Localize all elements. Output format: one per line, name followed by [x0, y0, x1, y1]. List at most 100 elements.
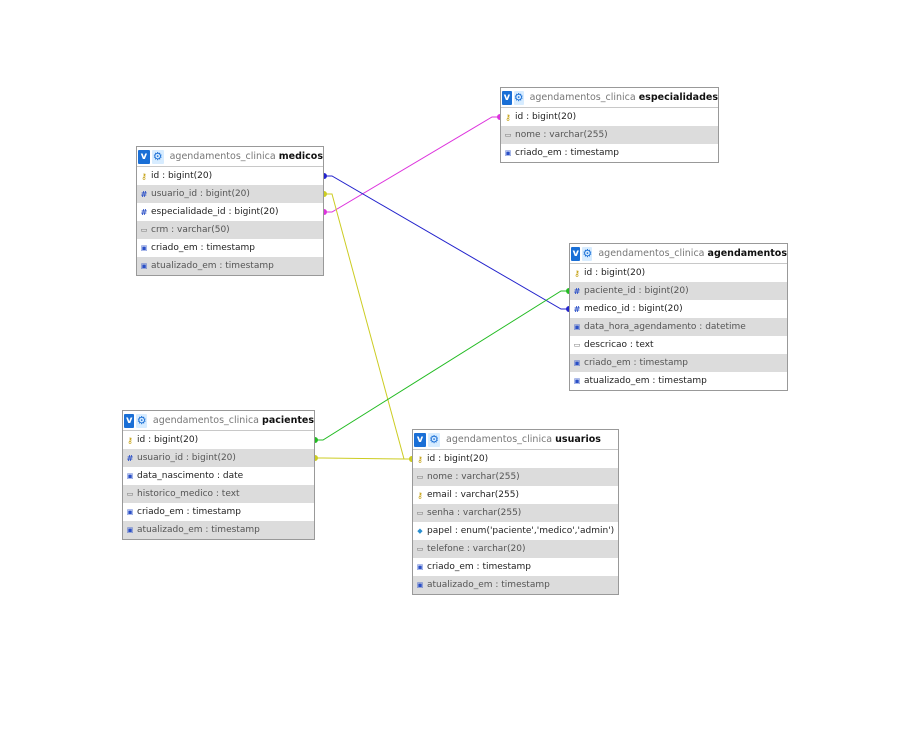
text-icon: ▭ — [140, 226, 148, 234]
hash-icon: # — [140, 189, 148, 199]
table-pacientes[interactable]: v⚙ agendamentos_clinica pacientes ⚷ id : bi… — [122, 410, 315, 540]
table-especialidades[interactable]: v⚙ agendamentos_clinica especialidades ⚷id… — [500, 87, 719, 163]
column-row[interactable]: ▭nome : varchar(255) — [413, 468, 618, 486]
text-icon: ▭ — [126, 490, 134, 498]
key-icon: ⚷ — [505, 112, 511, 122]
column-row[interactable]: #paciente_id : bigint(20) — [570, 282, 787, 300]
time-icon: ▣ — [126, 472, 134, 480]
toggle-view-button[interactable]: v — [414, 432, 426, 447]
relation-line — [324, 175, 569, 310]
hash-icon: # — [573, 304, 581, 314]
key-icon: ⚷ — [574, 268, 580, 278]
column-label: criado_em : timestamp — [584, 358, 688, 368]
gear-icon[interactable]: ⚙ — [513, 90, 524, 105]
column-label: atualizado_em : timestamp — [427, 580, 550, 590]
table-header[interactable]: v⚙agendamentos_clinica usuarios — [413, 430, 618, 450]
table-header[interactable]: v⚙ agendamentos_clinica especialidades — [501, 88, 718, 108]
key-icon: ⚷ — [141, 171, 147, 181]
column-row[interactable]: ⚷ id : bigint(20) — [413, 450, 618, 468]
schema-name: agendamentos_clinica — [169, 151, 276, 162]
hash-icon: # — [126, 453, 134, 463]
table-name: usuarios — [555, 434, 601, 445]
column-row[interactable]: ▭historico_medico : text — [123, 485, 314, 503]
column-row[interactable]: ▣criado_em : timestamp — [570, 354, 787, 372]
relation-line — [324, 193, 412, 460]
table-name: agendamentos — [707, 248, 787, 259]
toggle-view-button[interactable]: v — [138, 149, 150, 164]
column-row[interactable]: ▣data_hora_agendamento : datetime — [570, 318, 787, 336]
column-label: historico_medico : text — [137, 489, 240, 499]
table-header[interactable]: v⚙agendamentos_clinica agendamentos — [570, 244, 787, 264]
key-icon: ⚷ — [417, 454, 423, 464]
table-title: agendamentos_clinica medicos — [170, 151, 323, 162]
column-row[interactable]: ▣atualizado_em : timestamp — [123, 521, 314, 539]
text-icon: ▭ — [416, 473, 424, 481]
column-row[interactable]: ▭senha : varchar(255) — [413, 504, 618, 522]
table-agendamentos[interactable]: v⚙agendamentos_clinica agendamentos⚷id :… — [569, 243, 788, 391]
toggle-view-button[interactable]: v — [571, 246, 581, 261]
table-name: pacientes — [262, 415, 314, 426]
key-icon: ⚷ — [127, 435, 133, 445]
column-row[interactable]: #especialidade_id : bigint(20) — [137, 203, 323, 221]
column-label: senha : varchar(255) — [427, 508, 522, 518]
column-row[interactable]: ▣atualizado_em : timestamp — [137, 257, 323, 275]
column-label: criado_em : timestamp — [151, 243, 255, 253]
column-label: crm : varchar(50) — [151, 225, 230, 235]
column-label: atualizado_em : timestamp — [137, 525, 260, 535]
relation-line — [315, 457, 412, 460]
column-row[interactable]: #medico_id : bigint(20) — [570, 300, 787, 318]
column-row[interactable]: ▭telefone : varchar(20) — [413, 540, 618, 558]
time-icon: ▣ — [126, 526, 134, 534]
gear-icon[interactable]: ⚙ — [582, 246, 593, 261]
column-label: id : bigint(20) — [427, 454, 489, 464]
table-header[interactable]: v⚙ agendamentos_clinica pacientes — [123, 411, 314, 431]
time-icon: ▣ — [140, 244, 148, 252]
column-row[interactable]: ⚷ id : bigint(20) — [137, 167, 323, 185]
column-label: id : bigint(20) — [137, 435, 199, 445]
column-label: id : bigint(20) — [151, 171, 213, 181]
column-row[interactable]: ▣criado_em : timestamp — [137, 239, 323, 257]
column-row[interactable]: ⚷ email : varchar(255) — [413, 486, 618, 504]
column-row[interactable]: ▣atualizado_em : timestamp — [570, 372, 787, 390]
column-row[interactable]: ◆papel : enum('paciente','medico','admin… — [413, 522, 618, 540]
column-row[interactable]: ▣data_nascimento : date — [123, 467, 314, 485]
column-row[interactable]: ▣atualizado_em : timestamp — [413, 576, 618, 594]
column-row[interactable]: ▣criado_em : timestamp — [123, 503, 314, 521]
gear-icon[interactable]: ⚙ — [428, 432, 440, 447]
column-row[interactable]: ⚷ id : bigint(20) — [570, 264, 787, 282]
toggle-view-button[interactable]: v — [502, 90, 512, 105]
time-icon: ▣ — [573, 359, 581, 367]
column-label: data_hora_agendamento : datetime — [584, 322, 746, 332]
column-row[interactable]: ▣criado_em : timestamp — [501, 144, 718, 162]
schema-name: agendamentos_clinica — [529, 92, 636, 103]
column-row[interactable]: ▭nome : varchar(255) — [501, 126, 718, 144]
column-label: email : varchar(255) — [427, 490, 519, 500]
table-name: medicos — [278, 151, 323, 162]
key-icon: ⚷ — [417, 490, 423, 500]
table-title: agendamentos_clinica especialidades — [530, 92, 718, 103]
schema-name: agendamentos_clinica — [152, 415, 260, 426]
gear-icon[interactable]: ⚙ — [136, 413, 147, 428]
column-label: criado_em : timestamp — [427, 562, 531, 572]
toggle-view-button[interactable]: v — [124, 413, 135, 428]
column-label: especialidade_id : bigint(20) — [151, 207, 279, 217]
column-row[interactable]: #usuario_id : bigint(20) — [123, 449, 314, 467]
column-row[interactable]: #usuario_id : bigint(20) — [137, 185, 323, 203]
gear-icon[interactable]: ⚙ — [151, 149, 164, 164]
column-row[interactable]: ⚷ id : bigint(20) — [123, 431, 314, 449]
column-label: atualizado_em : timestamp — [151, 261, 274, 271]
relation-line — [324, 116, 500, 213]
column-row[interactable]: ⚷id : bigint(20) — [501, 108, 718, 126]
column-row[interactable]: ▭descricao : text — [570, 336, 787, 354]
column-row[interactable]: ▣criado_em : timestamp — [413, 558, 618, 576]
column-label: usuario_id : bigint(20) — [151, 189, 250, 199]
column-label: atualizado_em : timestamp — [584, 376, 707, 386]
column-row[interactable]: ▭crm : varchar(50) — [137, 221, 323, 239]
time-icon: ▣ — [416, 581, 424, 589]
column-label: id : bigint(20) — [584, 268, 646, 278]
table-header[interactable]: v⚙ agendamentos_clinica medicos — [137, 147, 323, 167]
table-usuarios[interactable]: v⚙agendamentos_clinica usuarios ⚷ id : big… — [412, 429, 619, 595]
table-medicos[interactable]: v⚙ agendamentos_clinica medicos ⚷ id : bigi… — [136, 146, 324, 276]
column-label: criado_em : timestamp — [515, 148, 619, 158]
hash-icon: # — [140, 207, 148, 217]
